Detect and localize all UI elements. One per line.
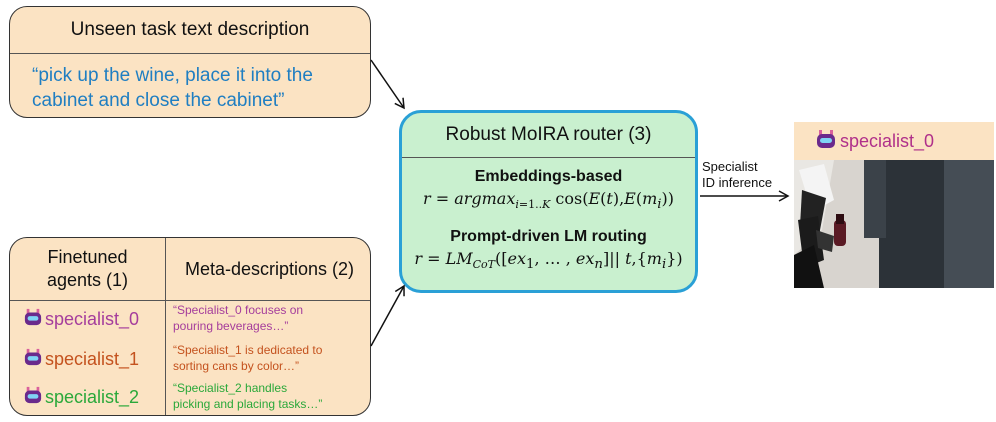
prompt-routing-formula: r = LMCoT([ex1, … , exn]|| t,{mi})	[414, 249, 683, 273]
specialist-2-meta-line-2: picking and placing tasks…”	[173, 397, 323, 411]
task-description-line-1: “pick up the wine, place it into the	[32, 65, 313, 86]
specialist-1-label: specialist_1	[45, 349, 140, 369]
specialist-2-meta-description: “Specialist_2 handles picking and placin…	[173, 380, 368, 412]
meta-descriptions-header: Meta-descriptions (2)	[184, 259, 355, 279]
robot-icon	[24, 308, 42, 331]
task-description-line-2: cabinet and close the cabinet”	[32, 90, 285, 111]
task-box-title: Unseen task text description	[70, 19, 310, 40]
arrow-icon	[370, 284, 405, 347]
table-header-divider	[10, 300, 370, 301]
router-divider	[402, 157, 695, 158]
task-description-text: “pick up the wine, place it into the cab…	[32, 63, 360, 113]
robot-icon	[816, 129, 836, 154]
robot-icon	[24, 386, 42, 409]
agents-table-box: Finetuned agents (1) Meta-descriptions (…	[9, 237, 371, 416]
specialist-inference-label: Specialist ID inference	[702, 159, 772, 191]
task-box-divider	[10, 53, 370, 54]
specialist-2-meta-line-1: “Specialist_2 handles	[173, 381, 288, 395]
finetuned-agents-header-line-1: Finetuned	[47, 247, 128, 267]
specialist-0-label: specialist_0	[45, 309, 140, 329]
table-column-divider	[165, 238, 166, 415]
specialist-0-meta-description: “Specialist_0 focuses on pouring beverag…	[173, 302, 368, 334]
embeddings-formula: r = argmaxi=1..K cos(E(t),E(mi))	[422, 189, 675, 213]
specialist-1-meta-description: “Specialist_1 is dedicated to sorting ca…	[173, 342, 368, 374]
result-panel: specialist_0	[794, 122, 994, 288]
specialist-1-meta-line-1: “Specialist_1 is dedicated to	[173, 343, 323, 357]
selected-specialist-label: specialist_0	[840, 130, 935, 151]
robot-scene-image	[794, 160, 994, 288]
specialist-inference-line-1: Specialist	[702, 159, 758, 174]
specialist-1-meta-line-2: sorting cans by color…”	[173, 359, 300, 373]
router-box: Robust MoIRA router (3) Embeddings-based…	[399, 110, 698, 293]
robot-icon	[24, 348, 42, 371]
router-title: Robust MoIRA router (3)	[445, 124, 652, 145]
task-description-box: Unseen task text description “pick up th…	[9, 6, 371, 118]
specialist-inference-line-2: ID inference	[702, 175, 773, 190]
specialist-0-meta-line-1: “Specialist_0 focuses on	[173, 303, 304, 317]
specialist-0-row: specialist_0	[24, 308, 139, 331]
finetuned-agents-header-line-2: agents (1)	[46, 270, 129, 290]
prompt-routing-method-title: Prompt-driven LM routing	[450, 228, 647, 245]
specialist-2-row: specialist_2	[24, 386, 139, 409]
specialist-2-label: specialist_2	[45, 387, 140, 407]
arrow-icon	[370, 59, 405, 110]
embeddings-method-title: Embeddings-based	[474, 168, 623, 185]
specialist-0-meta-line-2: pouring beverages…”	[173, 319, 289, 333]
finetuned-agents-header: Finetuned agents (1)	[10, 246, 165, 292]
result-header: specialist_0	[794, 122, 994, 160]
specialist-1-row: specialist_1	[24, 348, 139, 371]
